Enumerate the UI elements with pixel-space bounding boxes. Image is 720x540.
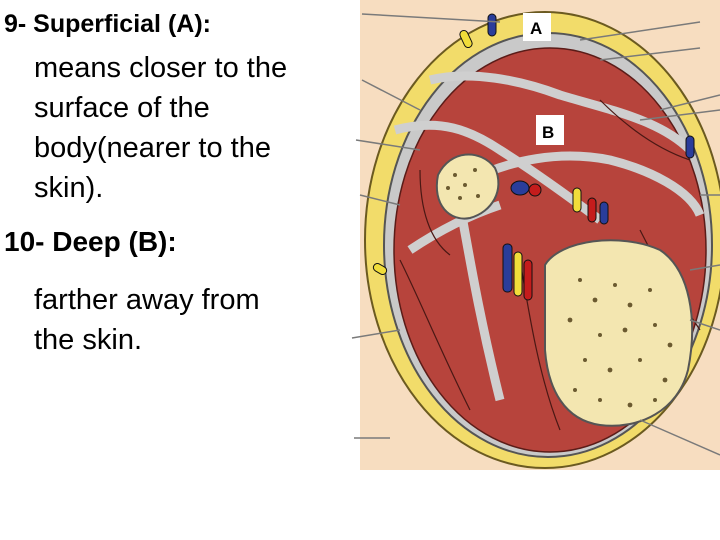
- superficial-line-2: surface of the: [34, 92, 210, 124]
- superficial-line-3: body(nearer to the: [34, 132, 271, 164]
- superficial-definition: means closer to the surface of the body(…: [34, 48, 287, 208]
- bone-small: [435, 153, 500, 220]
- deep-line-1: farther away from: [34, 284, 260, 316]
- neurovascular-bundle-lower: [502, 243, 533, 301]
- limb-cross-section-figure: A B: [351, 0, 720, 470]
- label-b: B: [542, 123, 554, 142]
- superficial-line-4: skin).: [34, 172, 104, 204]
- superficial-line-1: means closer to the: [34, 52, 288, 84]
- deep-line-2: the skin.: [34, 324, 142, 356]
- deep-heading: 10- Deep (B):: [4, 226, 177, 257]
- leader-lines: [351, 13, 720, 456]
- deep-definition: farther away from the skin.: [34, 280, 260, 360]
- neurovascular-bundle-upper: [510, 180, 609, 225]
- fascial-septa: [393, 71, 705, 402]
- label-a-box: [523, 13, 551, 41]
- bone-large: [544, 239, 694, 427]
- label-a: A: [530, 19, 542, 38]
- superficial-vessels: [372, 13, 695, 275]
- label-b-box: [536, 115, 564, 145]
- bone-trabeculae: [446, 168, 673, 408]
- superficial-heading: 9- Superficial (A):: [4, 10, 211, 38]
